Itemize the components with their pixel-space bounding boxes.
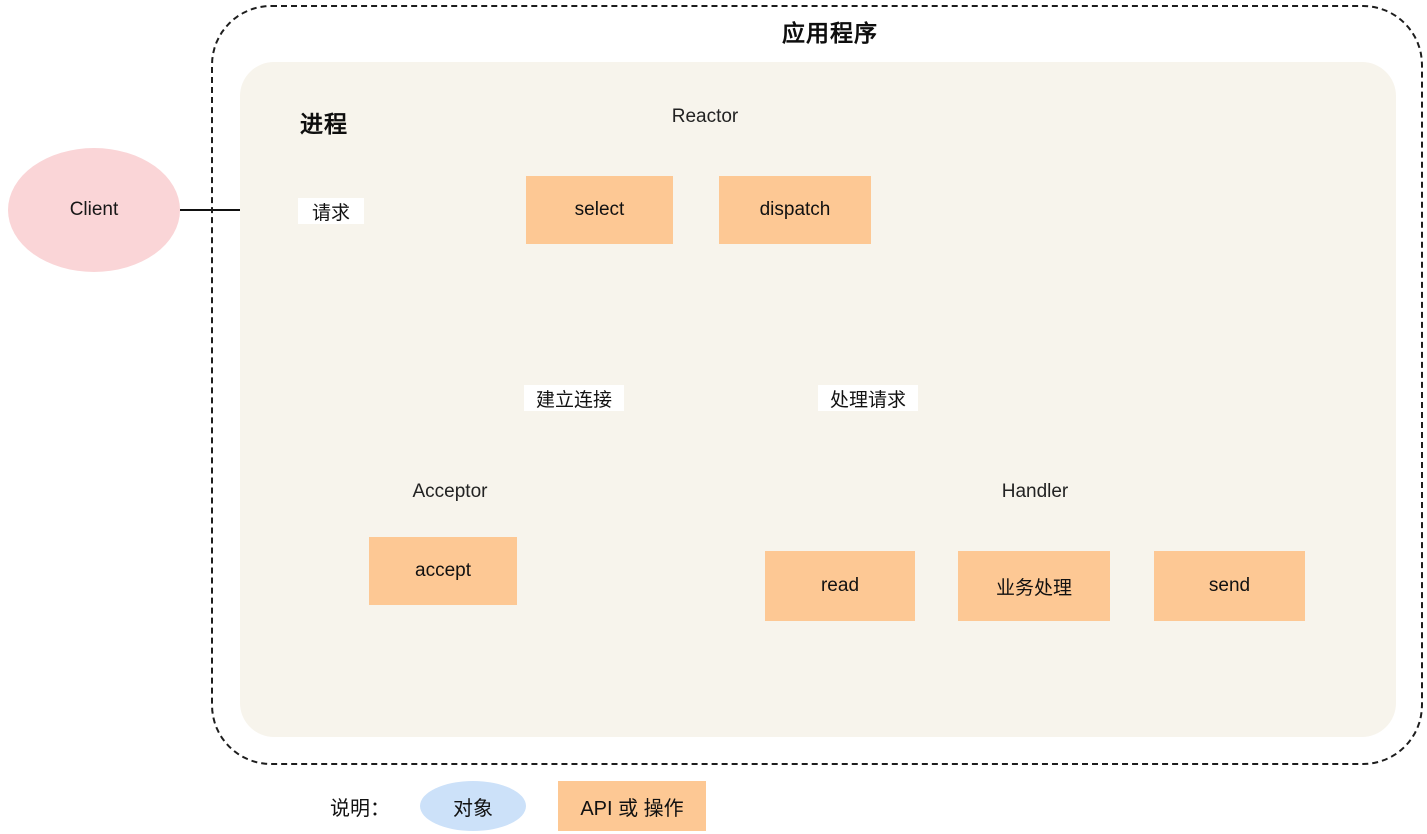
- client-ellipse: [8, 148, 180, 272]
- legend-object-label: 对象: [453, 797, 493, 820]
- operation-box-read[interactable]: read: [765, 551, 915, 621]
- acceptor-node-label: Acceptor: [412, 481, 488, 502]
- operation-box-accept[interactable]: accept: [369, 537, 517, 605]
- legend-caption: 说明：: [330, 797, 390, 820]
- process-label: 进程: [300, 111, 348, 137]
- page-title: 应用程序: [782, 20, 878, 46]
- handler-node-label: Handler: [1001, 481, 1069, 502]
- operation-box-send[interactable]: send: [1154, 551, 1305, 621]
- operation-box-select[interactable]: select: [526, 176, 673, 244]
- reactor-node-label: Reactor: [671, 106, 739, 127]
- operation-box-dispatch[interactable]: dispatch: [719, 176, 871, 244]
- application-boundary: [211, 5, 1423, 765]
- legend-api-label: API 或 操作: [558, 781, 706, 831]
- operation-box-business[interactable]: 业务处理: [958, 551, 1110, 621]
- edge-label-handle-request: 处理请求: [818, 385, 918, 411]
- client-node-label: Client: [69, 199, 119, 220]
- legend-object-ellipse: [420, 781, 526, 831]
- edge-label-establish-connection: 建立连接: [524, 385, 624, 411]
- edge-label-request: 请求: [298, 198, 364, 224]
